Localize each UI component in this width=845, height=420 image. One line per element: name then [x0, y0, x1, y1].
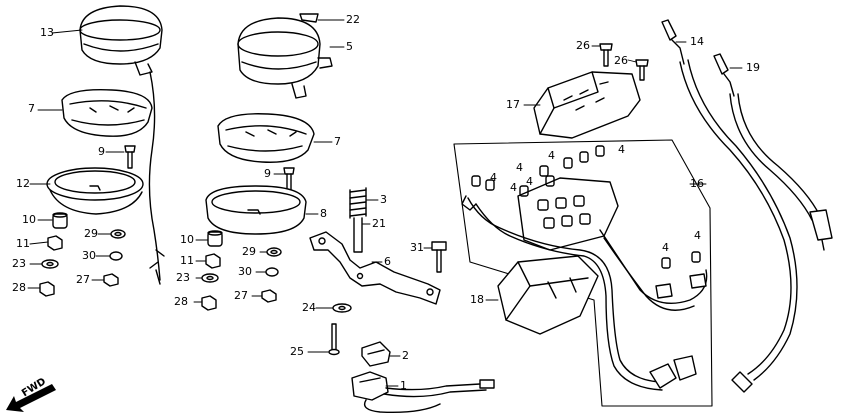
bulbs-4 — [471, 145, 701, 269]
nut-11-center — [205, 253, 221, 269]
speedo-cable-14 — [661, 19, 798, 393]
connector-pair — [649, 355, 697, 389]
label-part-21: 21 — [372, 217, 386, 230]
label-part-26-a: 26 — [576, 39, 590, 52]
label-part-5: 5 — [346, 40, 353, 53]
socket-1 — [351, 371, 495, 414]
screw-9-left — [124, 145, 136, 169]
label-part-30-left: 30 — [82, 249, 96, 262]
washer-29-center — [266, 247, 282, 257]
washer-23-center — [201, 273, 219, 283]
screw-9-center — [283, 167, 295, 191]
nut-28-left — [39, 281, 55, 297]
tacho-cable-19 — [713, 53, 833, 251]
meter-wire-left — [148, 71, 161, 281]
label-part-12: 12 — [16, 177, 30, 190]
spring-3 — [349, 187, 367, 219]
label-part-13: 13 — [40, 26, 54, 39]
label-part-4-a: 4 — [490, 171, 497, 184]
meter-ring-8 — [205, 185, 307, 235]
meter-case-5 — [237, 17, 333, 99]
washer-23-left — [41, 259, 59, 269]
nut-28-center — [201, 295, 217, 311]
label-part-4-b: 4 — [510, 181, 517, 194]
label-part-1: 1 — [400, 379, 407, 392]
wire-harness — [461, 195, 708, 391]
bolt-31 — [431, 241, 447, 273]
meter-ring-12 — [46, 167, 144, 215]
label-part-9-center: 9 — [264, 167, 271, 180]
label-part-10-left: 10 — [22, 213, 36, 226]
label-part-19: 19 — [746, 61, 760, 74]
lower-cover-18 — [497, 255, 599, 335]
label-part-4-c: 4 — [516, 161, 523, 174]
label-part-9-left: 9 — [98, 145, 105, 158]
label-part-7-center: 7 — [334, 135, 341, 148]
washer-30-center — [265, 267, 279, 277]
label-part-2: 2 — [402, 349, 409, 362]
clip-2 — [361, 341, 391, 367]
label-part-17: 17 — [506, 98, 520, 111]
rod-21 — [353, 217, 363, 253]
washer-30-left — [109, 251, 123, 261]
screw-26-b — [635, 59, 649, 81]
harness-box-outline — [453, 139, 713, 407]
leader-lines — [27, 19, 743, 387]
label-part-23-center: 23 — [176, 271, 190, 284]
label-part-14: 14 — [690, 35, 704, 48]
washer-29-left — [110, 229, 126, 239]
label-part-27-left: 27 — [76, 273, 90, 286]
label-part-24: 24 — [302, 301, 316, 314]
label-part-28-left: 28 — [12, 281, 26, 294]
label-part-18: 18 — [470, 293, 484, 306]
indicator-panel-17 — [533, 71, 641, 139]
grommet-10-center — [207, 230, 223, 247]
label-part-29-left: 29 — [84, 227, 98, 240]
label-part-4-e: 4 — [548, 149, 555, 162]
nut-11-left — [47, 235, 63, 251]
forward-arrow-icon — [6, 384, 56, 412]
meter-cover-7-left — [61, 89, 153, 137]
nut-27-center — [261, 289, 277, 303]
screw-26-a — [599, 43, 613, 67]
washer-24 — [332, 303, 352, 313]
label-part-7-left: 7 — [28, 102, 35, 115]
label-part-27-center: 27 — [234, 289, 248, 302]
label-part-8: 8 — [320, 207, 327, 220]
label-part-16: 16 — [690, 177, 704, 190]
label-part-3: 3 — [380, 193, 387, 206]
label-part-31: 31 — [410, 241, 424, 254]
label-part-22: 22 — [346, 13, 360, 26]
label-part-11-center: 11 — [180, 254, 194, 267]
bolt-25 — [328, 323, 340, 356]
nut-27-left — [103, 273, 119, 287]
label-part-11-left: 11 — [16, 237, 30, 250]
label-part-4-f: 4 — [618, 143, 625, 156]
label-part-25: 25 — [290, 345, 304, 358]
grommet-10-left — [52, 212, 68, 229]
label-part-4-h: 4 — [694, 229, 701, 242]
label-part-30-center: 30 — [238, 265, 252, 278]
label-part-23-left: 23 — [12, 257, 26, 270]
socket-board-16 — [517, 177, 619, 251]
bracket-6 — [309, 231, 441, 305]
label-part-26-b: 26 — [614, 54, 628, 67]
label-part-4-d: 4 — [526, 175, 533, 188]
meter-cover-7-center — [217, 113, 315, 163]
meter-case-13 — [79, 5, 163, 76]
pin-22 — [299, 13, 319, 23]
label-part-6: 6 — [384, 255, 391, 268]
label-part-29-center: 29 — [242, 245, 256, 258]
label-part-28-center: 28 — [174, 295, 188, 308]
label-part-4-g: 4 — [662, 241, 669, 254]
label-part-10-center: 10 — [180, 233, 194, 246]
